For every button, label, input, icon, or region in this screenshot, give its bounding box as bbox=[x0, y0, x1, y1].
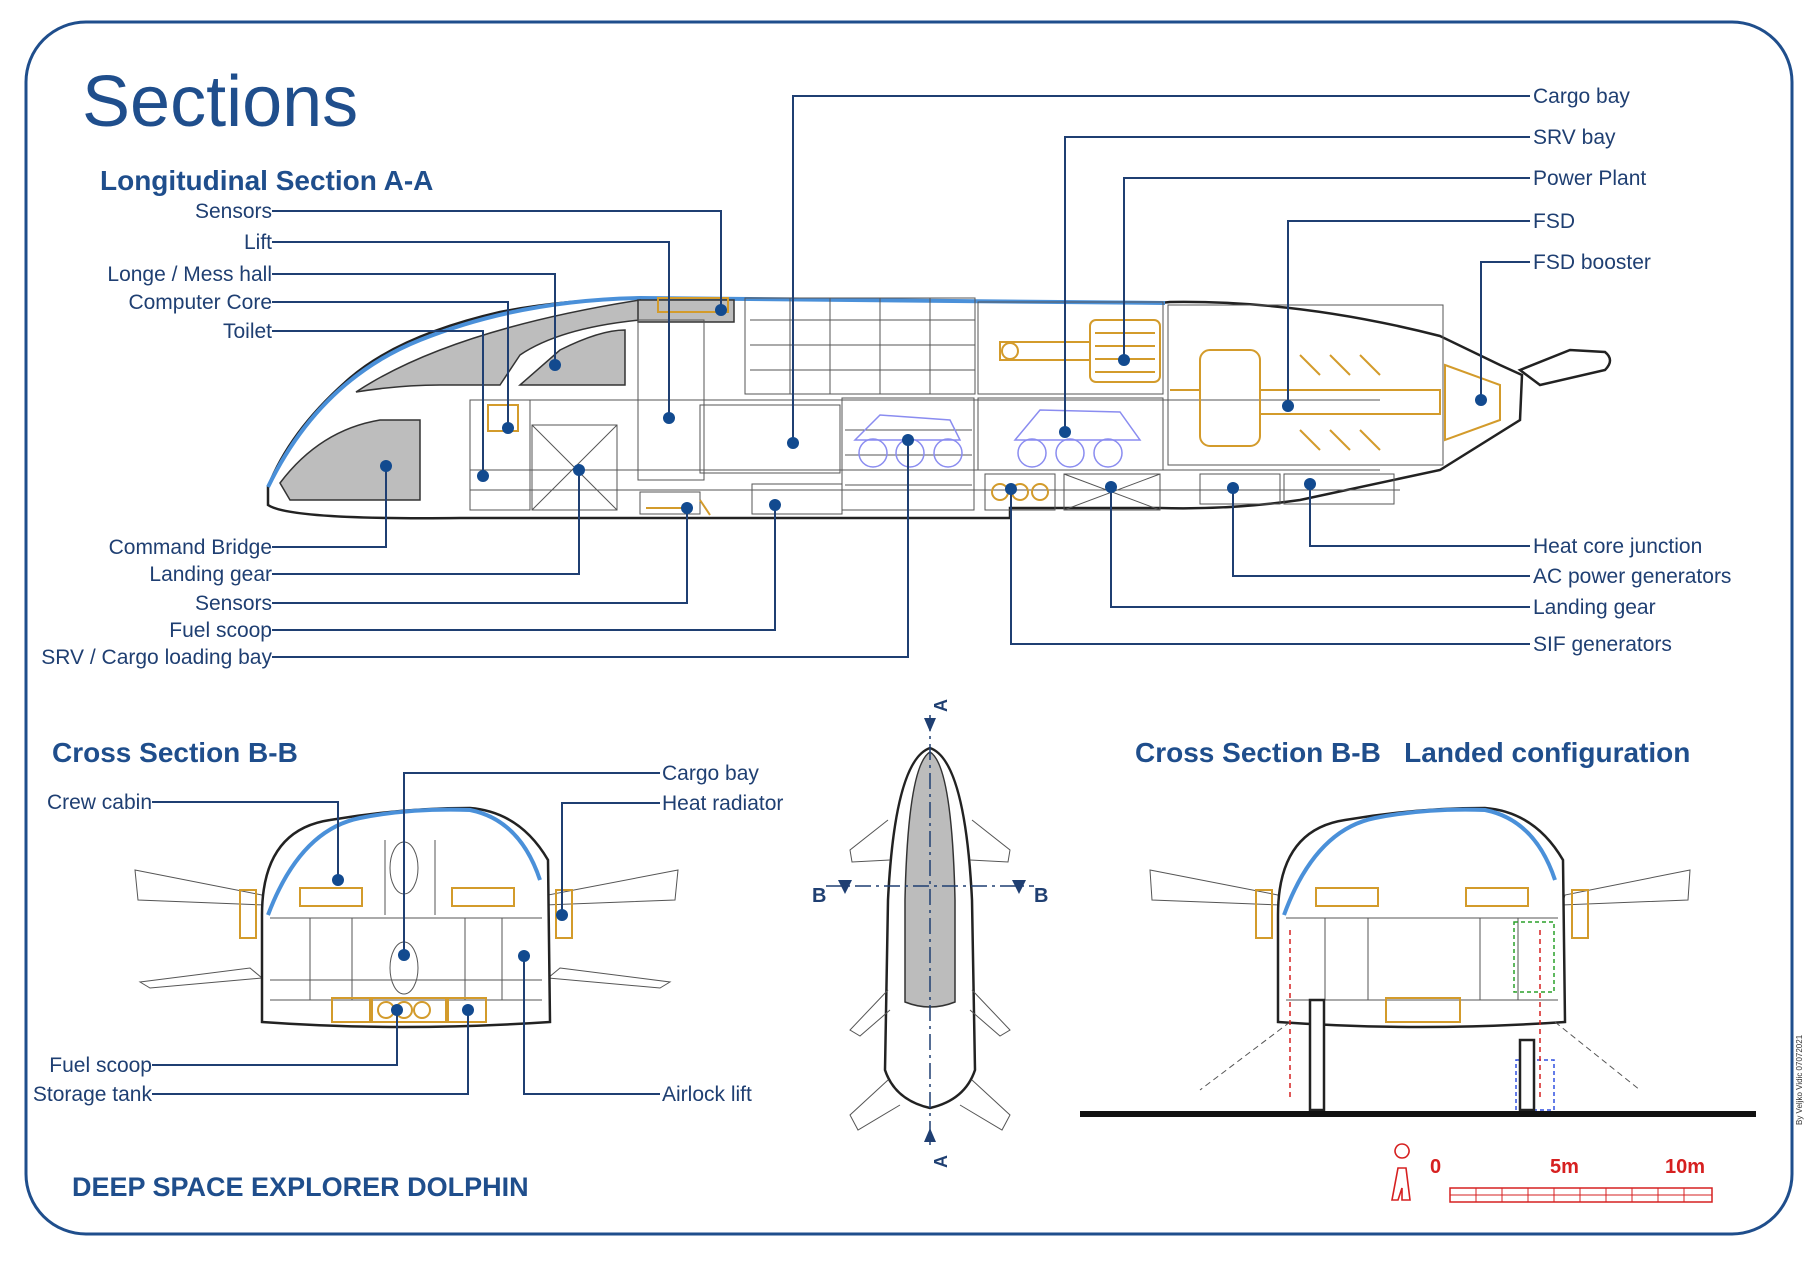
label-lift: Lift bbox=[244, 231, 272, 254]
label-cross-fuel-scoop: Fuel scoop bbox=[49, 1054, 152, 1077]
page-title: Sections bbox=[82, 62, 358, 142]
scale-5m: 5m bbox=[1550, 1156, 1579, 1178]
label-fuel-scoop: Fuel scoop bbox=[169, 619, 272, 642]
cross-section-drawing bbox=[134, 806, 679, 1029]
longitudinal-right-labels: Cargo bay SRV bay Power Plant FSD FSD bo… bbox=[1533, 85, 1731, 656]
plan-mark-a-top: A bbox=[931, 699, 951, 712]
label-heat-radiator: Heat radiator bbox=[662, 792, 783, 815]
label-heat-core-junction: Heat core junction bbox=[1533, 535, 1702, 558]
plan-view: A A B B bbox=[812, 699, 1048, 1168]
label-computer-core: Computer Core bbox=[128, 291, 272, 314]
label-storage-tank: Storage tank bbox=[33, 1083, 153, 1106]
cross-section-labels: Crew cabin Cargo bay Heat radiator Fuel … bbox=[33, 762, 784, 1106]
page-frame bbox=[24, 20, 1794, 1236]
label-lounge-mess-hall: Longe / Mess hall bbox=[107, 263, 272, 286]
label-sif-generators: SIF generators bbox=[1533, 633, 1672, 656]
plan-mark-b-right: B bbox=[1034, 885, 1048, 907]
label-srv-bay: SRV bay bbox=[1533, 126, 1616, 149]
label-cargo-bay: Cargo bay bbox=[1533, 85, 1630, 108]
label-fsd: FSD bbox=[1533, 210, 1575, 233]
label-landing-gear-front: Landing gear bbox=[149, 563, 272, 586]
longitudinal-section-title: Longitudinal Section A-A bbox=[100, 165, 433, 196]
longitudinal-upper-left-leaders bbox=[272, 210, 727, 482]
landed-configuration-drawing bbox=[1080, 806, 1756, 1117]
plan-mark-a-bottom: A bbox=[931, 1155, 951, 1168]
credit-text: By Veljko Vidic 07072021 bbox=[1795, 1034, 1804, 1125]
label-srv-cargo-loading-bay: SRV / Cargo loading bay bbox=[41, 646, 272, 669]
label-fsd-booster: FSD booster bbox=[1533, 251, 1651, 274]
longitudinal-labels: Sensors Lift Longe / Mess hall Computer … bbox=[41, 200, 272, 669]
fsd-sketch bbox=[1170, 349, 1501, 451]
longitudinal-lower-left-leaders bbox=[272, 434, 914, 658]
landed-section-title: Cross Section B-B Landed configuration bbox=[1135, 737, 1690, 768]
footer-title: DEEP SPACE EXPLORER DOLPHIN bbox=[72, 1172, 529, 1202]
longitudinal-upper-right-leaders bbox=[787, 95, 1530, 449]
scale-zero: 0 bbox=[1430, 1156, 1441, 1178]
longitudinal-lower-right-leaders bbox=[1005, 478, 1530, 645]
srv-vehicle-sketch bbox=[853, 409, 1142, 468]
cross-section-title: Cross Section B-B bbox=[52, 737, 298, 768]
label-ac-power-generators: AC power generators bbox=[1533, 565, 1731, 588]
label-sensors-top: Sensors bbox=[195, 200, 272, 223]
label-crew-cabin: Crew cabin bbox=[47, 791, 152, 814]
scale-bar: 0 5m 10m bbox=[1391, 1143, 1713, 1203]
label-airlock-lift: Airlock lift bbox=[662, 1083, 752, 1106]
label-toilet: Toilet bbox=[223, 320, 272, 343]
label-cross-cargo-bay: Cargo bay bbox=[662, 762, 759, 785]
cross-section-leaders bbox=[152, 772, 660, 1095]
label-power-plant: Power Plant bbox=[1533, 167, 1646, 190]
label-landing-gear-rear: Landing gear bbox=[1533, 596, 1656, 619]
label-sensors-bottom: Sensors bbox=[195, 592, 272, 615]
scale-10m: 10m bbox=[1665, 1156, 1705, 1178]
plan-mark-b-left: B bbox=[812, 885, 826, 907]
label-command-bridge: Command Bridge bbox=[109, 536, 272, 559]
